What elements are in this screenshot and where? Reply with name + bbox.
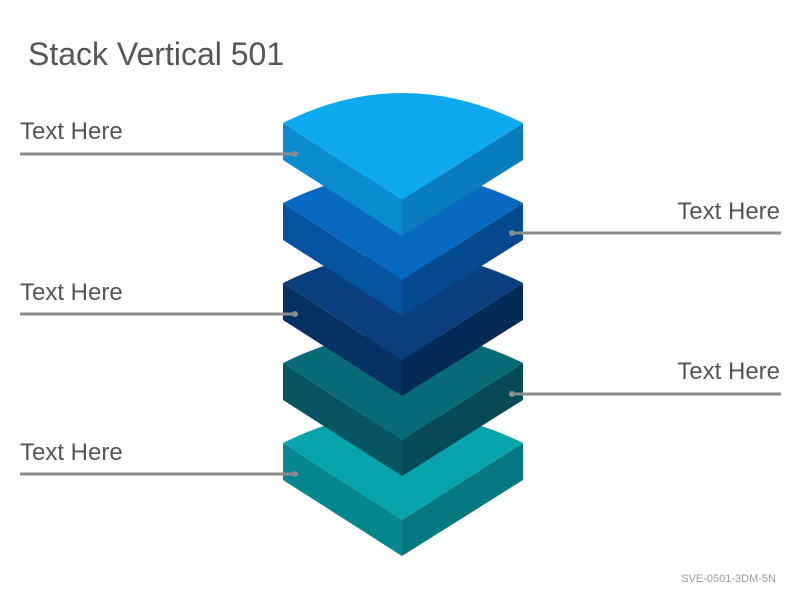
layer-3-left-face <box>283 283 402 396</box>
connector-4 <box>509 391 781 397</box>
layer-5-left-face <box>283 443 402 556</box>
label-4: Text Here <box>677 358 780 385</box>
label-1: Text Here <box>20 118 123 145</box>
connector-3 <box>20 311 298 317</box>
connector-2 <box>509 230 781 236</box>
label-3: Text Here <box>20 279 123 306</box>
layer-1-right-face <box>402 123 523 236</box>
layer-4-right-face <box>402 363 523 476</box>
connector-1 <box>20 151 298 157</box>
layer-1-left-face <box>283 123 402 236</box>
layer-1-top-face <box>283 93 523 200</box>
stack-layer-1 <box>283 93 523 236</box>
layer-5-right-face <box>402 443 523 556</box>
footer-code: SVE-0501-3DM-5N <box>681 573 776 585</box>
label-5: Text Here <box>20 439 123 466</box>
layer-2-right-face <box>402 203 523 316</box>
layer-2-left-face <box>283 203 402 316</box>
layer-3-right-face <box>402 283 523 396</box>
layer-4-left-face <box>283 363 402 476</box>
label-2: Text Here <box>677 198 780 225</box>
page-title: Stack Vertical 501 <box>28 36 285 72</box>
connector-5 <box>20 471 298 477</box>
